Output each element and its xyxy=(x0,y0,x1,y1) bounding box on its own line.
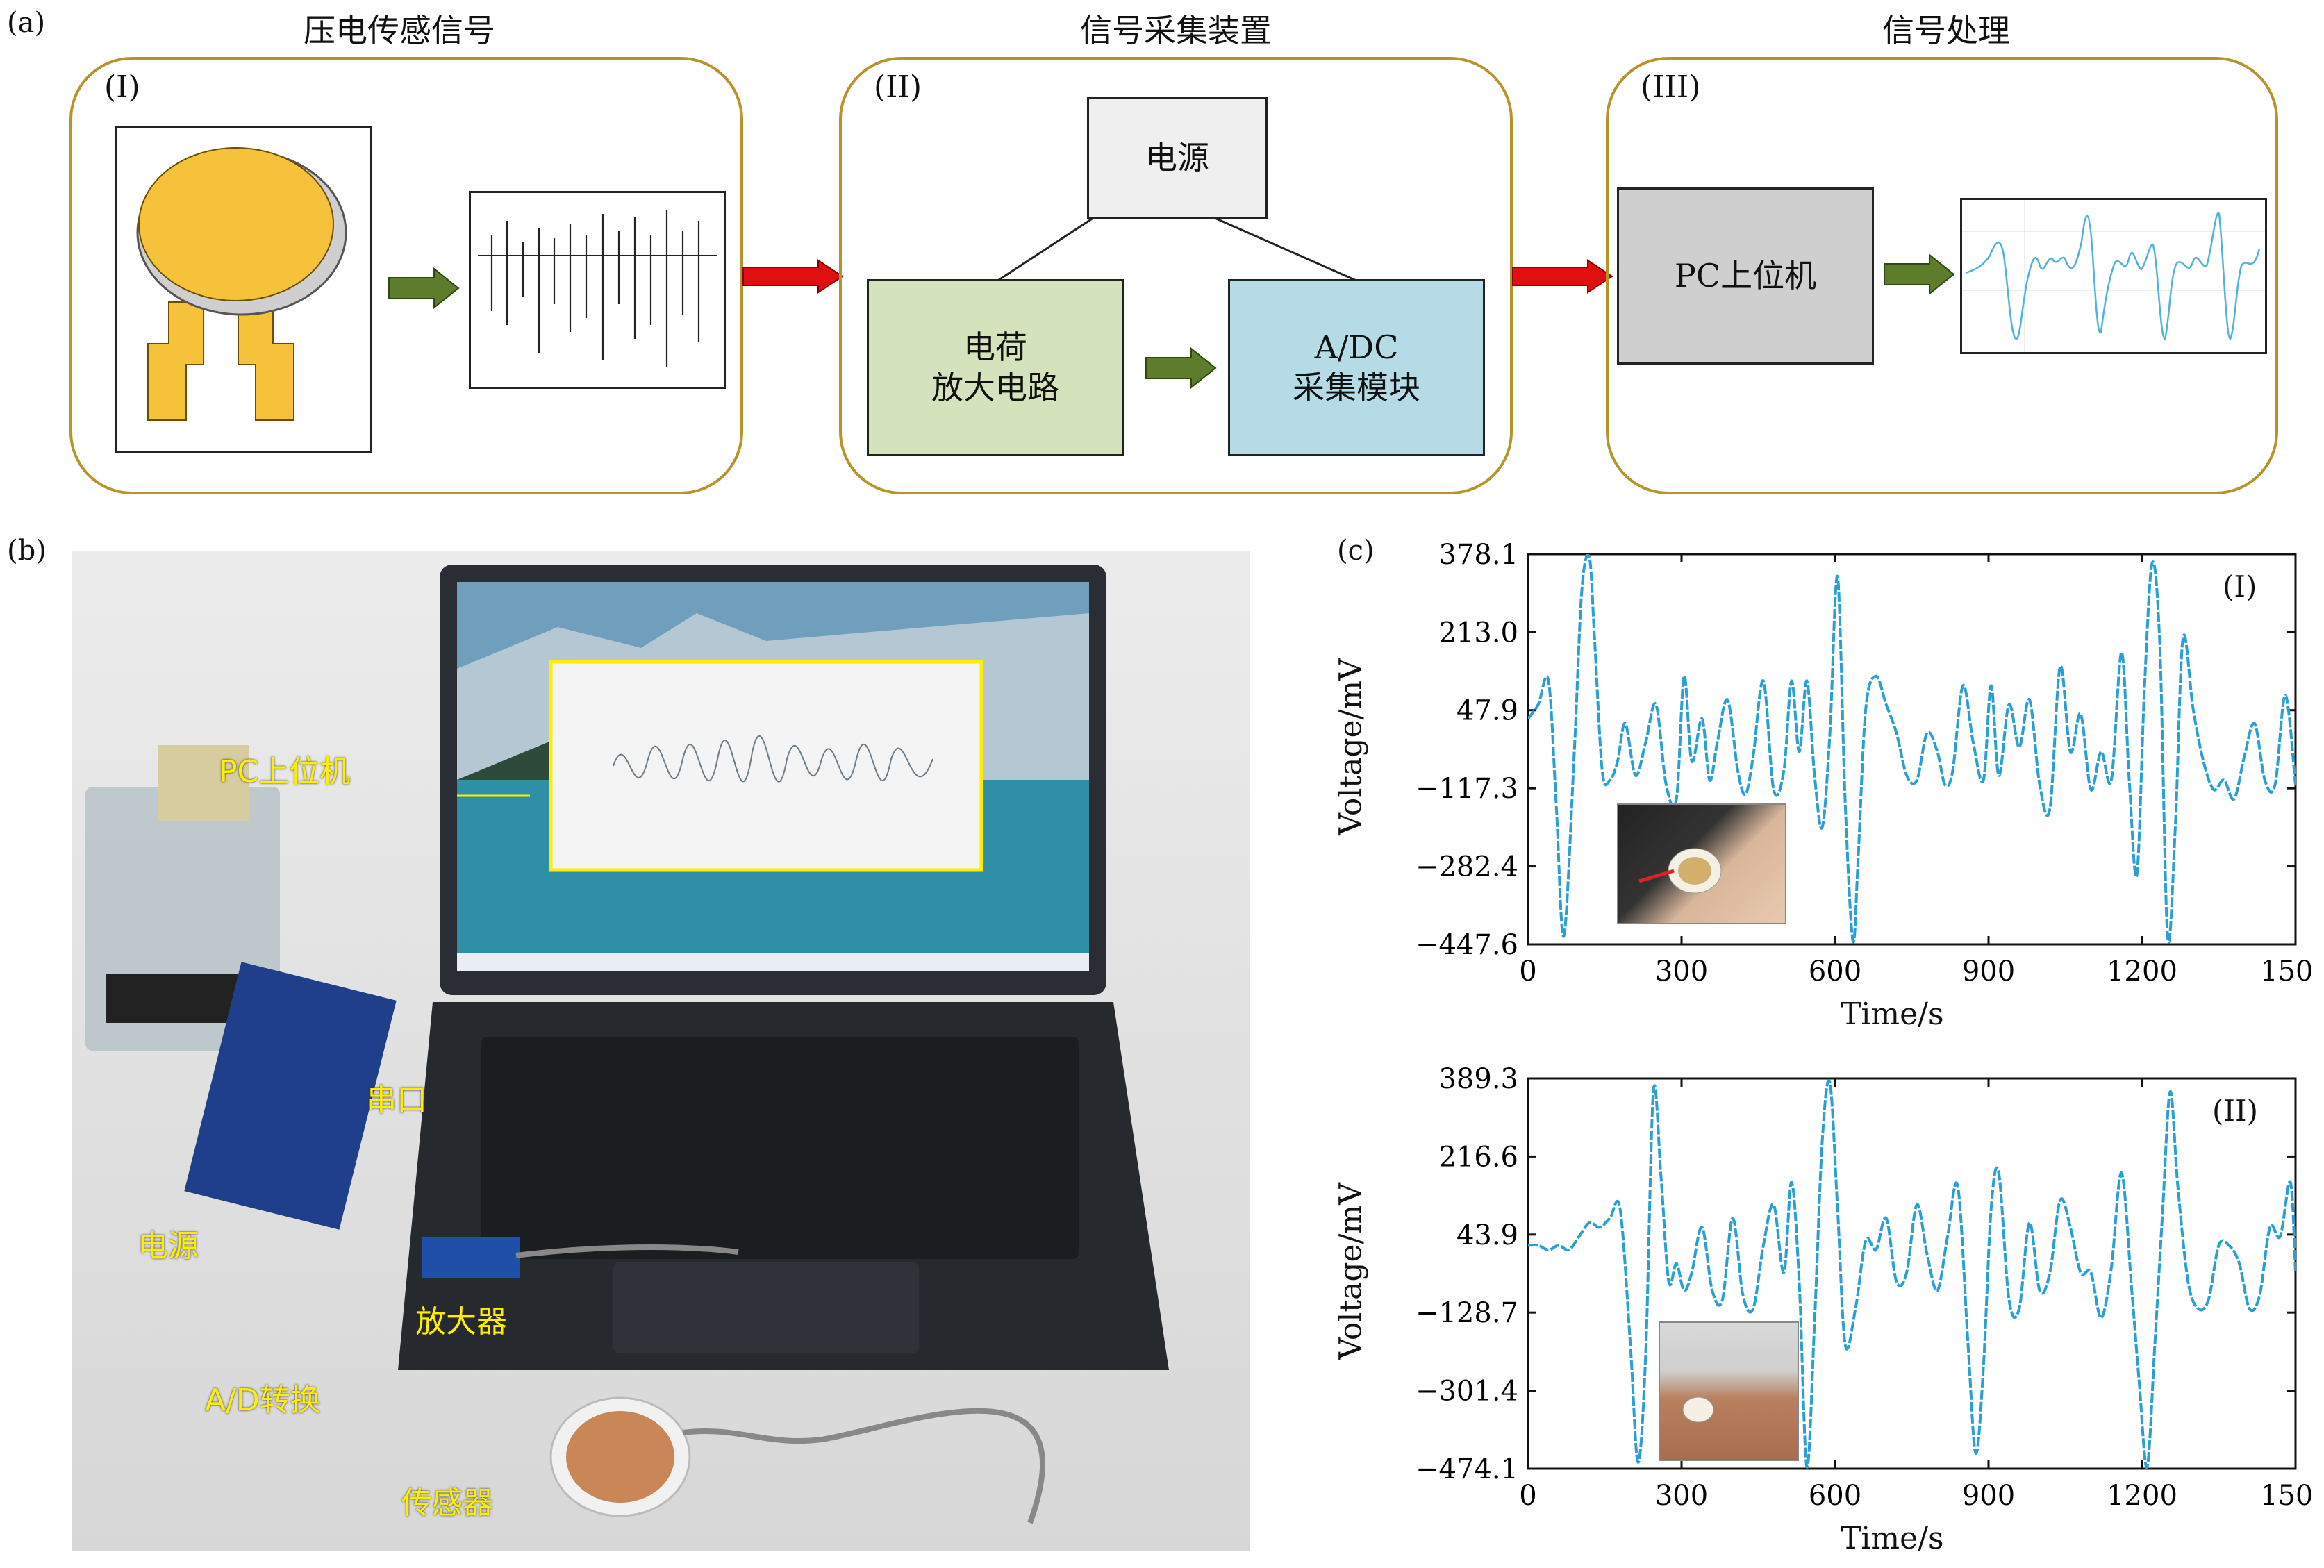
sensor-top-disc xyxy=(138,147,334,301)
chart-2-roman: (II) xyxy=(2212,1094,2258,1128)
chart-1-ytick-label: 378.1 xyxy=(1438,542,1518,571)
chart-2-inset-photo xyxy=(1659,1321,1799,1461)
chart-2-xtick-label: 1200 xyxy=(2107,1480,2177,1512)
power-box: 电源 xyxy=(1087,97,1268,219)
section-3-frame xyxy=(1606,57,2278,494)
chart-2-series-line xyxy=(1528,1078,2296,1469)
panel-a-letter: (a) xyxy=(7,7,46,39)
chart-1-ytick-label: 213.0 xyxy=(1438,617,1518,649)
chart-1-xtick-label: 300 xyxy=(1655,956,1708,987)
section-1-frame xyxy=(69,57,743,494)
chart-1-ytick-label: −117.3 xyxy=(1416,773,1518,805)
chart-2-xlabel: Time/s xyxy=(1841,1521,1944,1556)
chart-1-inset-photo xyxy=(1617,803,1786,924)
chart-1-ytick-label: −282.4 xyxy=(1416,851,1518,883)
processed-signal-box xyxy=(1960,198,2267,354)
photo-label-ad: A/D转换 xyxy=(205,1383,321,1418)
chart-1: 0 300 600 900 1200 1500 378.1 213.0 47.9 −117.3 −2… xyxy=(1299,539,2324,1042)
chart-1-xtick-label: 600 xyxy=(1809,956,1861,987)
chart-2-ytick-label: −474.1 xyxy=(1416,1453,1518,1485)
sensor-lead-right xyxy=(238,301,294,421)
photo-label-serial: 串口 xyxy=(366,1083,427,1118)
red-arrow-1 xyxy=(742,259,844,294)
red-arrow-2 xyxy=(1512,259,1613,294)
processed-signal-line xyxy=(1965,212,2261,340)
chart-1-ylabel: Voltage/mV xyxy=(1333,658,1369,835)
charge-amplifier-box: 电荷 放大电路 xyxy=(867,279,1124,456)
chart-2-ytick-label: 389.3 xyxy=(1438,1066,1518,1095)
chart-1-ytick-label: 47.9 xyxy=(1456,695,1518,727)
section-2-roman: (II) xyxy=(874,69,922,105)
photo-label-pc: PC上位机 xyxy=(219,754,351,790)
chart-2-ytick-label: 43.9 xyxy=(1456,1219,1518,1251)
raw-signal-box xyxy=(469,191,726,389)
touchpad xyxy=(613,1262,919,1353)
sensor-cable xyxy=(682,1408,1045,1524)
chart-2-xtick-label: 300 xyxy=(1655,1480,1708,1512)
panel-c-letter: (c) xyxy=(1337,535,1375,567)
chart-1-xlabel: Time/s xyxy=(1841,996,1944,1032)
green-arrow-2 xyxy=(1145,347,1217,389)
chart-2-xtick-label: 600 xyxy=(1809,1480,1861,1512)
chart-2-xtick-label: 1500 xyxy=(2260,1480,2313,1512)
chart-1-series-line xyxy=(1528,554,2296,944)
chart-1-ytick-label: −447.6 xyxy=(1416,929,1518,961)
chart-1-xtick-label: 1500 xyxy=(2260,956,2313,987)
section-2-title: 信号采集装置 xyxy=(1080,12,1272,49)
section-1-roman: (I) xyxy=(104,69,140,105)
photo-label-power: 电源 xyxy=(138,1228,199,1264)
chart-1-xtick-label: 0 xyxy=(1519,956,1536,987)
adc-board xyxy=(184,962,397,1230)
amplifier-module xyxy=(422,1237,520,1278)
chart-2-frame xyxy=(1527,1077,2297,1470)
section-3-title: 信号处理 xyxy=(1882,12,2010,49)
green-arrow-3 xyxy=(1884,253,1955,295)
green-arrow-1 xyxy=(388,267,460,309)
pc-software-window xyxy=(549,660,983,872)
adc-box: A/DC 采集模块 xyxy=(1228,279,1485,456)
photo-label-amplifier: 放大器 xyxy=(415,1304,507,1340)
chart-2-ytick-label: −301.4 xyxy=(1416,1376,1518,1408)
photo-setup xyxy=(72,551,1250,1551)
sensor-drawing xyxy=(115,126,372,453)
sensor-lead-left xyxy=(147,301,204,421)
chart-2-ytick-label: 216.6 xyxy=(1438,1141,1518,1173)
photo-label-sensor: 传感器 xyxy=(401,1485,493,1521)
section-3-roman: (III) xyxy=(1641,69,1701,105)
chart-1-xtick-label: 1200 xyxy=(2107,956,2177,987)
section-1-title: 压电传感信号 xyxy=(304,12,495,49)
chart-1-roman: (I) xyxy=(2223,569,2257,603)
chart-1-svg: 0 300 600 900 1200 1500 378.1 213.0 47.9 −117.3 −2… xyxy=(1416,539,2324,987)
chart-2-xtick-label: 0 xyxy=(1519,1480,1536,1512)
chart-1-frame xyxy=(1527,553,2297,946)
panel-b-letter: (b) xyxy=(7,535,47,567)
connector-lines xyxy=(996,215,1359,283)
section-2-frame xyxy=(839,57,1513,494)
chart-1-xtick-label: 900 xyxy=(1962,956,2015,987)
chart-2-xtick-label: 900 xyxy=(1962,1480,2015,1512)
pc-box: PC上位机 xyxy=(1617,187,1874,365)
chart-2-ylabel: Voltage/mV xyxy=(1333,1183,1369,1360)
chart-2-ytick-label: −128.7 xyxy=(1416,1297,1518,1329)
chart-2: 0 300 600 900 1200 1500 389.3 216.6 43.9 −128.7 −3… xyxy=(1299,1063,2324,1565)
chart-2-svg: 0 300 600 900 1200 1500 389.3 216.6 43.9 −128.7 −3… xyxy=(1416,1063,2324,1512)
